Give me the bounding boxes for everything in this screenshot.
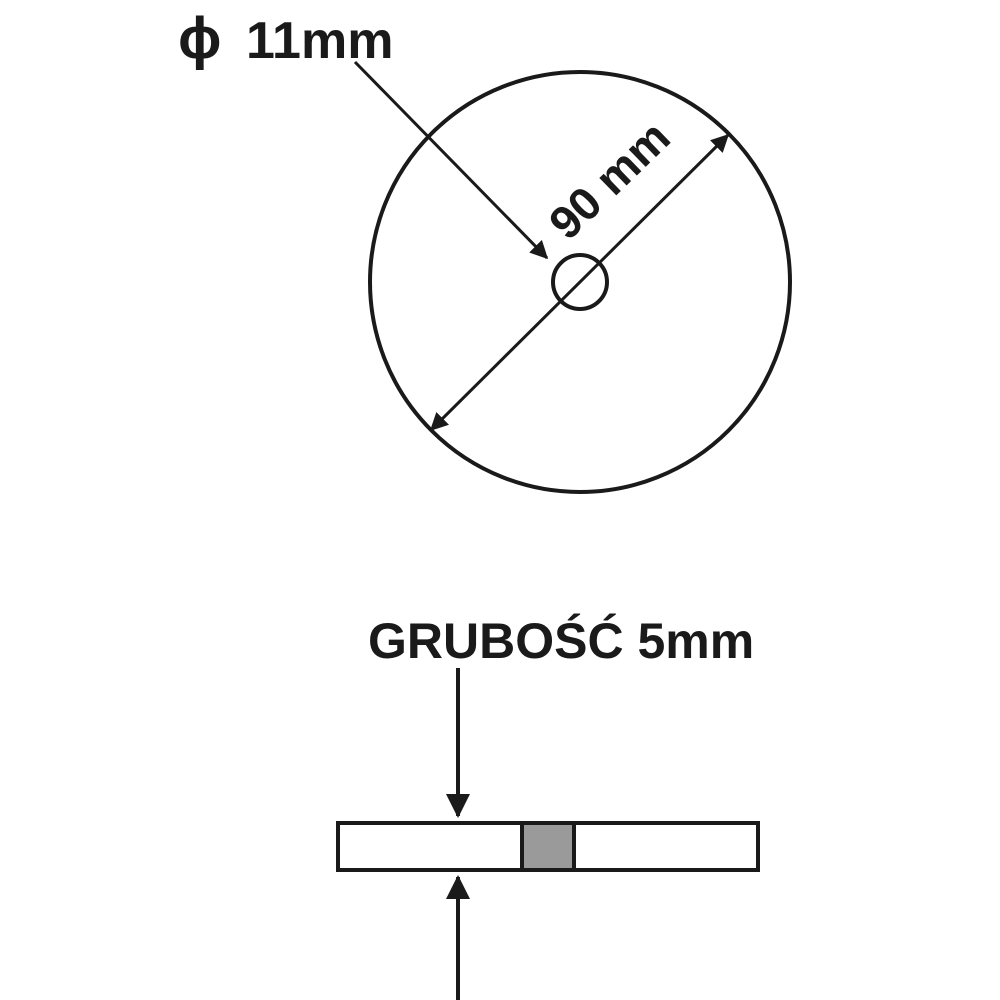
thickness-label: GRUBOŚĆ 5mm xyxy=(368,613,754,669)
outer-diameter-dimension-line xyxy=(429,133,730,432)
hole-diameter-symbol: ϕ xyxy=(178,6,221,71)
hole-leader-arrow xyxy=(353,60,549,260)
outer-disc-outline xyxy=(368,70,792,494)
outer-diameter-label: 90 mm xyxy=(539,111,680,250)
washer-center-section xyxy=(520,821,576,872)
hole-diameter-label: 11mm xyxy=(246,12,393,70)
